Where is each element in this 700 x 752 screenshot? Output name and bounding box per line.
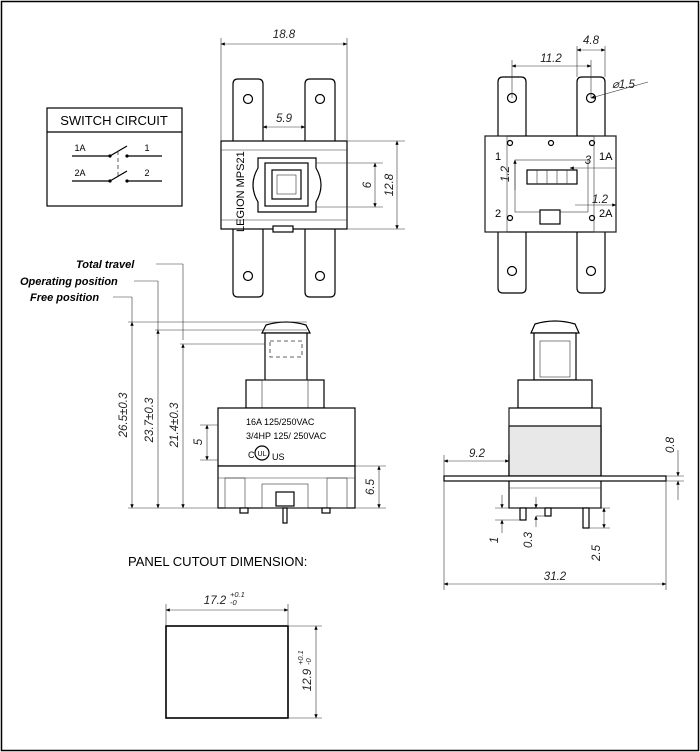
panel-cutout-title: PANEL CUTOUT DIMENSION: bbox=[128, 554, 307, 569]
dim-total-height: 26.5±0.3 bbox=[118, 392, 130, 438]
dim-window-height: 5 bbox=[193, 438, 205, 445]
cert-us: US bbox=[272, 452, 285, 462]
dim-base-height: 6.5 bbox=[365, 478, 377, 495]
rating-line-2: 3/4HP 125/ 250VAC bbox=[246, 431, 327, 441]
dim-flange-thickness: 0.8 bbox=[665, 436, 677, 453]
terminal-label-1a: 1A bbox=[599, 151, 613, 163]
panel-cutout: PANEL CUTOUT DIMENSION: 17.2 +0.1 -0 12.… bbox=[128, 554, 322, 719]
dim-operating-height: 23.7±0.3 bbox=[144, 397, 156, 443]
dim-pin-03: 0.3 bbox=[523, 531, 535, 548]
dim-lower-offset: 1.2 bbox=[592, 194, 609, 206]
legend-free-position: Free position bbox=[30, 292, 99, 304]
panel-width-tol-bottom: -0 bbox=[230, 598, 237, 607]
dim-free-height: 21.4±0.3 bbox=[169, 402, 181, 448]
part-marking: LEGION MPS21 bbox=[235, 151, 247, 232]
circuit-terminal-2a: 2A bbox=[74, 168, 85, 178]
panel-width: 17.2 bbox=[204, 595, 227, 607]
dim-flange-offset: 9.2 bbox=[469, 448, 486, 460]
panel-height: 12.9 bbox=[302, 668, 314, 691]
terminal-label-2a: 2A bbox=[599, 208, 613, 220]
legend-operating-position: Operating position bbox=[20, 276, 118, 288]
legend-total-travel: Total travel bbox=[76, 259, 135, 271]
panel-height-tol-top: +0.1 bbox=[296, 650, 305, 665]
dim-tab-width: 4.8 bbox=[583, 35, 600, 47]
terminal-label-2: 2 bbox=[495, 208, 501, 220]
dim-terminal-span: 11.2 bbox=[540, 53, 562, 65]
switch-circuit-box: SWITCH CIRCUIT 1A 1 2A 2 bbox=[46, 107, 183, 207]
dim-top-width: 18.8 bbox=[273, 29, 296, 41]
cert-ul: UL bbox=[258, 451, 267, 458]
terminal-label-1: 1 bbox=[495, 151, 501, 163]
dim-overall-width: 31.2 bbox=[544, 571, 567, 583]
dim-button-size: 6 bbox=[362, 181, 374, 188]
dim-upper-offset: 1.2 bbox=[500, 165, 512, 182]
dim-terminal-pitch: 5.9 bbox=[276, 113, 293, 125]
ul-certification-icon bbox=[254, 445, 270, 461]
cert-c: C bbox=[248, 450, 255, 460]
panel-width-tol-top: +0.1 bbox=[230, 590, 245, 599]
travel-legend: Total travel Operating position Free pos… bbox=[20, 259, 184, 340]
dim-body-height: 12.8 bbox=[384, 173, 396, 196]
panel-cutout-rect bbox=[165, 625, 289, 719]
side-profile-view: 9.2 0.8 1 0.3 2.5 31.2 bbox=[443, 320, 684, 590]
circuit-terminal-1a: 1A bbox=[74, 143, 85, 153]
dim-hole-diameter: ⌀1.5 bbox=[612, 79, 636, 91]
front-view: 16A 125/250VAC 3/4HP 125/ 250VAC C UL US… bbox=[118, 321, 386, 524]
dim-mid-gap: 3 bbox=[585, 155, 592, 167]
circuit-terminal-1: 1 bbox=[144, 143, 149, 153]
terminal-view: 1 1A 2 2A 4.8 11.2 ⌀1.5 3 1.2 1.2 bbox=[484, 35, 649, 294]
top-view: LEGION MPS21 18.8 5.9 6 12.8 bbox=[220, 29, 405, 298]
switch-circuit-title: SWITCH CIRCUIT bbox=[60, 113, 168, 128]
circuit-terminal-2: 2 bbox=[144, 168, 149, 178]
rating-line-1: 16A 125/250VAC bbox=[246, 417, 315, 427]
panel-height-tol-bottom: -0 bbox=[304, 658, 313, 665]
dim-pin-25: 2.5 bbox=[591, 544, 603, 562]
dim-pin-1: 1 bbox=[489, 537, 501, 543]
